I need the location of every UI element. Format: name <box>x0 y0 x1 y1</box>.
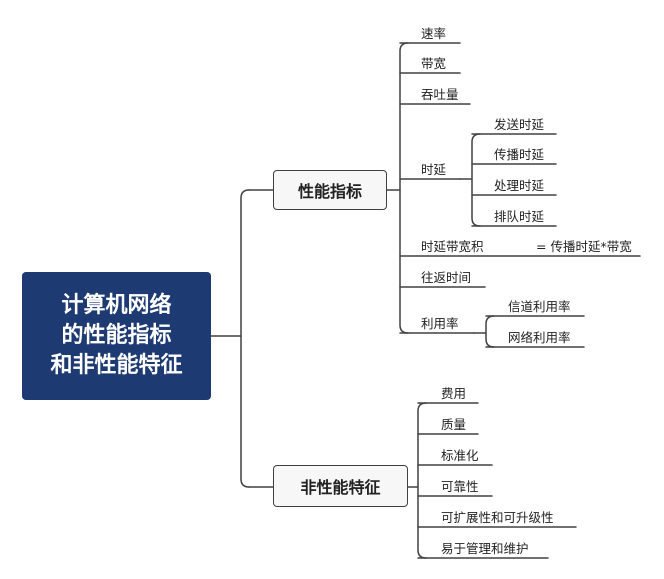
leaf-manageability[interactable]: 易于管理和维护 <box>441 541 529 556</box>
non-performance-node[interactable]: 非性能特征 <box>273 465 408 507</box>
leaf-reliability[interactable]: 可靠性 <box>441 479 479 494</box>
leaf-rate[interactable]: 速率 <box>421 26 447 41</box>
root-node-label: 计算机网络 的性能指标 和非性能特征 <box>50 293 183 378</box>
performance-node-label: 性能指标 <box>297 182 362 201</box>
connector-performance-vertical <box>399 42 409 334</box>
performance-node[interactable]: 性能指标 <box>273 170 387 210</box>
leaf-quality[interactable]: 质量 <box>441 417 467 432</box>
leaf-utilization[interactable]: 利用率 <box>421 316 459 331</box>
leaf-throughput[interactable]: 吞吐量 <box>421 87 459 102</box>
connector-utilization-vertical <box>473 315 495 348</box>
root-node[interactable]: 计算机网络 的性能指标 和非性能特征 <box>22 272 211 400</box>
leaf-queue-delay[interactable]: 排队时延 <box>494 209 545 224</box>
leaf-send-delay[interactable]: 发送时延 <box>494 117 545 132</box>
leaf-delay[interactable]: 时延 <box>421 162 447 177</box>
leaf-round-trip-time[interactable]: 往返时间 <box>421 270 472 285</box>
leaf-channel-utilization[interactable]: 信道利用率 <box>508 299 571 314</box>
leaf-cost[interactable]: 费用 <box>441 386 467 401</box>
leaf-network-utilization[interactable]: 网络利用率 <box>508 330 571 345</box>
leaf-bandwidth[interactable]: 带宽 <box>421 56 447 71</box>
non-performance-node-label: 非性能特征 <box>300 478 381 497</box>
leaf-processing-delay[interactable]: 处理时延 <box>494 178 545 193</box>
leaf-standardization[interactable]: 标准化 <box>441 448 479 463</box>
connector-delay-vertical <box>459 133 481 227</box>
connector-trunk-vertical <box>240 189 250 488</box>
leaf-propagation-delay[interactable]: 传播时延 <box>494 147 545 162</box>
leaf-delay-bandwidth-product[interactable]: 时延带宽积 <box>421 239 484 254</box>
connector-non-performance-vertical <box>417 402 427 559</box>
leaf-scalability[interactable]: 可扩展性和可升级性 <box>441 510 554 525</box>
leaf-delay-bandwidth-formula: = 传播时延*带宽 <box>536 239 632 254</box>
